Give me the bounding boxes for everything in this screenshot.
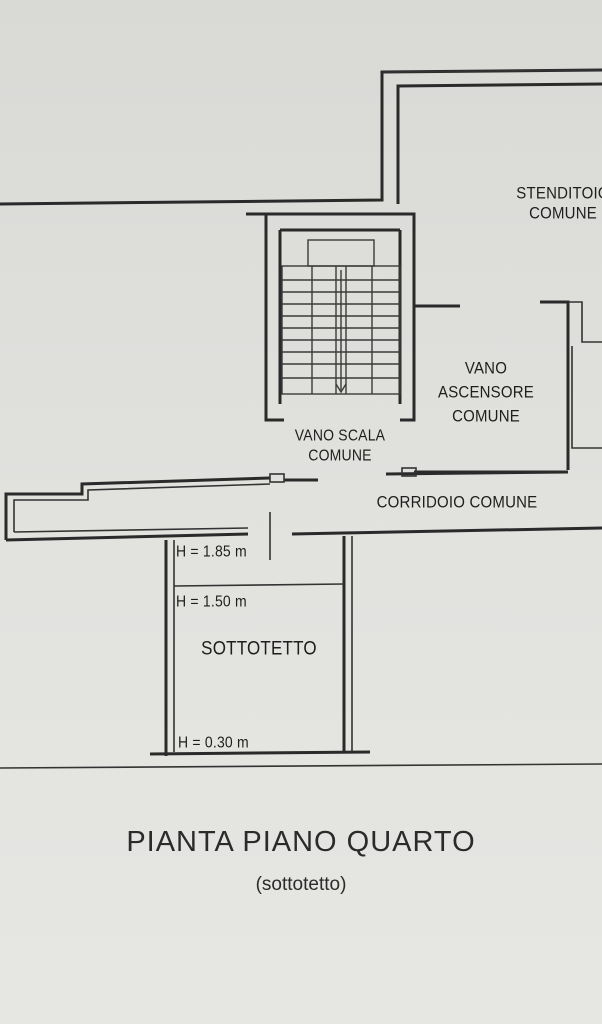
wall-corridor-bottom-left (5, 532, 249, 542)
room-label-corridoio: CORRIDOIO COMUNE (376, 492, 538, 512)
plan-subtitle: (sottotetto) (255, 874, 347, 895)
room-label-vano-ascensore-2: ASCENSORE (438, 382, 534, 402)
wall-corridor-bottom-right (291, 526, 602, 536)
room-label-vano-scala-1: VANO SCALA (294, 426, 386, 444)
room-label-sottotetto: SOTTOTETTO (201, 637, 317, 660)
door-jamb-right (401, 467, 417, 477)
wall-stair-left (246, 212, 284, 422)
room-label-vano-ascensore-3: COMUNE (452, 406, 520, 426)
staircase (281, 239, 401, 395)
room-label-vano-scala-2: COMUNE (308, 446, 372, 464)
wall-sottotetto-bottom (149, 750, 371, 756)
plan-title: PIANTA PIANO QUARTO (126, 826, 476, 858)
wall-stenditoio-top (381, 69, 602, 73)
wall-corridor-top-left (4, 476, 271, 540)
sheet-border-line (0, 763, 602, 769)
wall-elevator-outer-2 (571, 346, 602, 449)
wall-stair-top (266, 212, 416, 422)
wall-corridor-top-left-inner (13, 483, 271, 532)
height-label-185: H = 1.85 m (176, 542, 247, 560)
height-label-150: H = 1.50 m (176, 592, 247, 610)
wall-corridor-bottom-left-inner (13, 527, 249, 533)
wall-corridor-top-right (385, 470, 569, 476)
wall-elevator-outer (568, 301, 602, 343)
room-label-stenditoio: STENDITOIO COMUNE (516, 183, 602, 224)
room-label-vano-ascensore-1: VANO (464, 358, 508, 378)
height-line-150 (173, 583, 345, 587)
door-jamb-left (269, 473, 285, 483)
wall-stenditoio-inner (396, 82, 602, 204)
height-label-030: H = 0.30 m (178, 733, 249, 751)
